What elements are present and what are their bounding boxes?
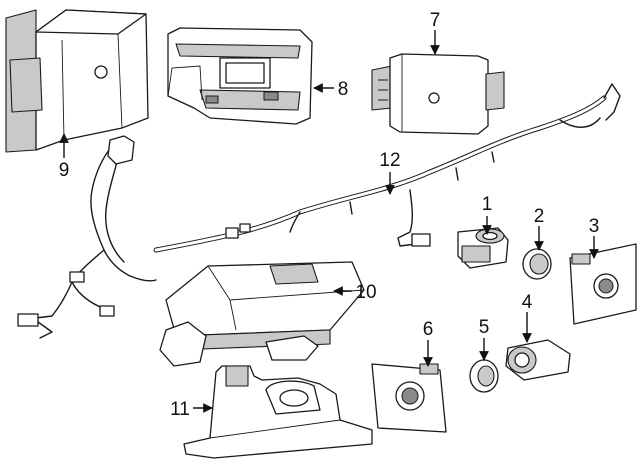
- part-5-sensor-ring: [469, 359, 499, 393]
- callout-5: 5: [479, 317, 490, 338]
- callout-4: 4: [522, 292, 533, 313]
- leader-lines: [59, 30, 599, 413]
- callout-3: 3: [589, 216, 600, 237]
- part-1-sensor: [457, 227, 509, 269]
- part-8-bracket: [167, 27, 313, 125]
- part-6-bezel: [371, 363, 447, 433]
- callout-10: 10: [355, 282, 376, 303]
- part-10-module: [159, 261, 365, 367]
- part-11-bracket: [183, 365, 373, 459]
- part-3-bezel: [569, 243, 637, 325]
- callout-1: 1: [482, 194, 493, 215]
- part-9-module-bracket: [5, 9, 149, 153]
- part-4-sensor: [505, 339, 571, 381]
- callout-11: 11: [170, 399, 190, 420]
- callout-6: 6: [423, 319, 434, 340]
- callout-12: 12: [379, 150, 400, 171]
- part-12-wiring-harness: [153, 83, 621, 253]
- callout-8: 8: [338, 79, 349, 100]
- callout-2: 2: [534, 206, 545, 227]
- left-harness-branch: [17, 135, 157, 339]
- part-7-control-module: [371, 53, 505, 135]
- callout-7: 7: [430, 10, 441, 31]
- part-2-sensor-ring: [522, 248, 552, 280]
- callout-labels: 1 2 3 4 5 6 7 8 9 10 11 12: [59, 10, 600, 420]
- callout-9: 9: [59, 160, 70, 181]
